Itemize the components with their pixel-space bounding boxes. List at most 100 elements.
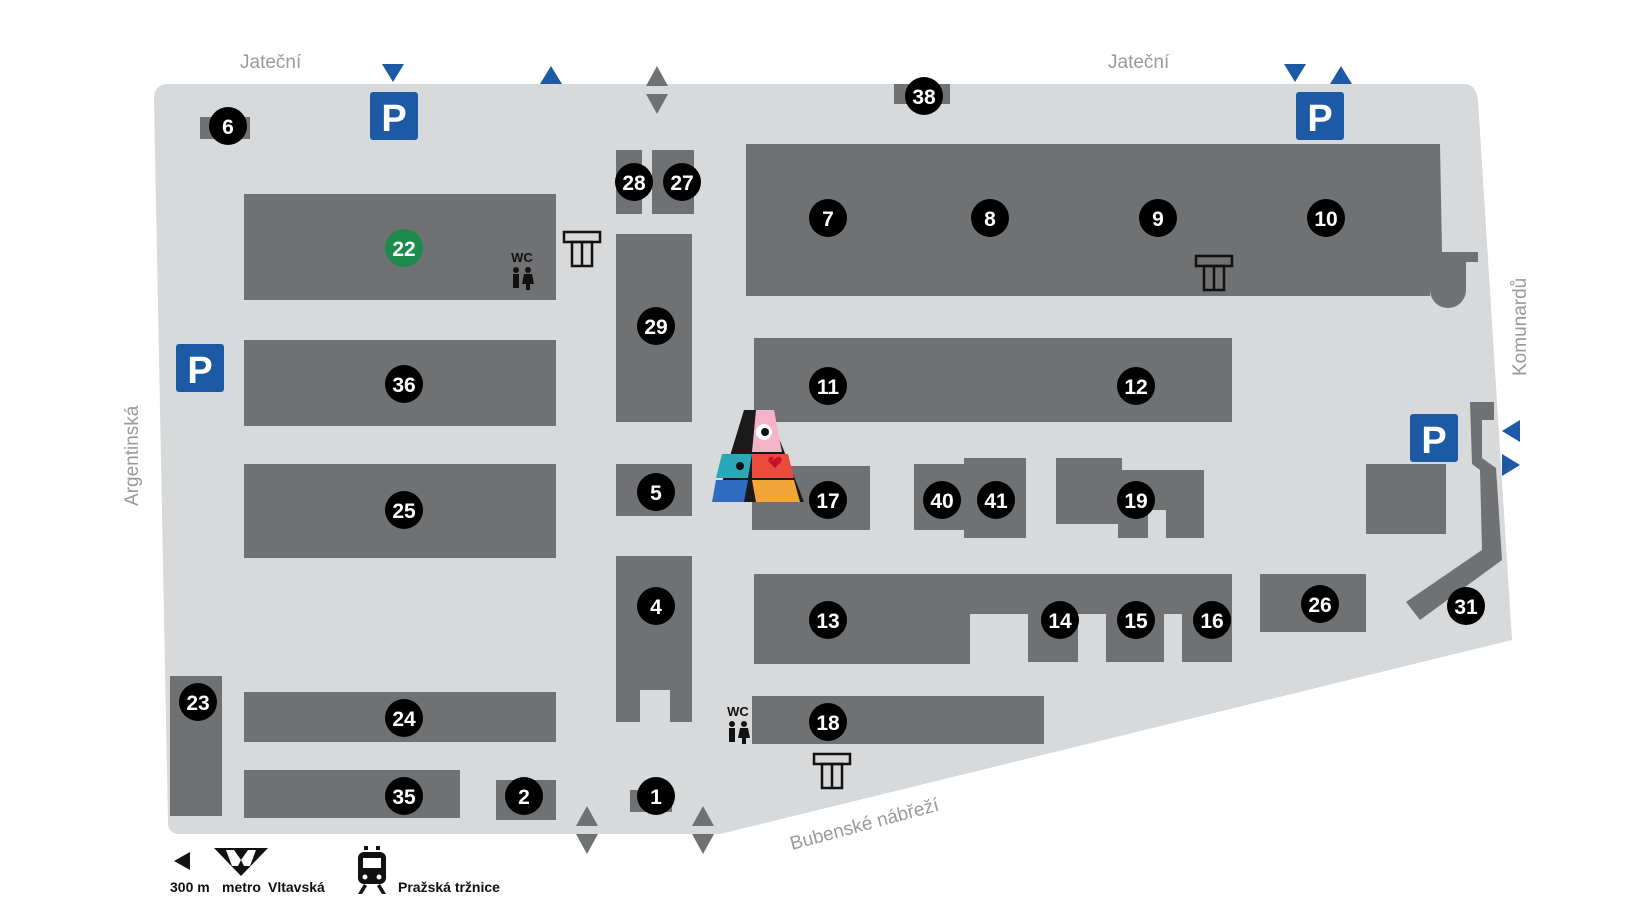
building-number: 7 <box>822 208 834 231</box>
building-number: 29 <box>644 316 667 339</box>
building-marker-6[interactable] <box>209 107 247 145</box>
building-number: 12 <box>1124 376 1147 399</box>
building-marker-41[interactable] <box>977 481 1015 519</box>
building-number: 38 <box>912 86 936 109</box>
building-marker-13[interactable] <box>809 601 847 639</box>
metro-icon <box>214 848 268 876</box>
building-marker-26[interactable] <box>1301 585 1339 623</box>
arrow-up-icon <box>1330 66 1352 84</box>
building-marker-38[interactable] <box>905 77 943 115</box>
street-label-jatecni-right: Jateční <box>1108 52 1170 73</box>
building-marker-11[interactable] <box>809 367 847 405</box>
parking-label: P <box>1307 98 1332 140</box>
building-marker-22[interactable] <box>385 229 423 267</box>
building-marker-4[interactable] <box>637 587 675 625</box>
parking-icon <box>1410 414 1458 462</box>
building-number: 2 <box>518 786 530 809</box>
building-number: 35 <box>392 786 416 809</box>
building-number: 17 <box>816 490 839 513</box>
parking-label: P <box>187 350 212 392</box>
building-marker-5[interactable] <box>637 473 675 511</box>
building-marker-35[interactable] <box>385 777 423 815</box>
building-marker-17[interactable] <box>809 481 847 519</box>
hall-35-block <box>244 770 460 818</box>
building-marker-14[interactable] <box>1041 601 1079 639</box>
parking-label: P <box>381 98 406 140</box>
tram-icon <box>358 846 386 894</box>
building-number: 10 <box>1314 208 1337 231</box>
building-number: 26 <box>1308 594 1331 617</box>
building-marker-23[interactable] <box>179 683 217 721</box>
gate-up-down-icon <box>576 806 598 854</box>
toilet-icon <box>513 267 534 290</box>
building-number: 25 <box>392 500 416 523</box>
legend-tram-stop: Pražská tržnice <box>398 879 500 895</box>
building-number: 22 <box>392 238 415 261</box>
parking-icon <box>176 344 224 392</box>
gate-arrows <box>576 66 714 854</box>
building-marker-18[interactable] <box>809 703 847 741</box>
legend: 300 m metro Vltavská Pražská tržnice <box>170 846 500 895</box>
art-logo-icon <box>712 410 804 502</box>
building-marker-labels: 6 22 36 25 23 24 35 2 1 4 5 29 28 27 38 … <box>186 86 1478 809</box>
hall-7-10-block <box>746 144 1478 308</box>
toilet-icon <box>729 721 750 744</box>
legend-distance: 300 m <box>170 879 210 895</box>
arrow-down-icon <box>1284 64 1306 82</box>
hall-31-block <box>1406 402 1502 620</box>
building-marker-40[interactable] <box>923 481 961 519</box>
atm-icon <box>562 230 602 268</box>
building-marker-1[interactable] <box>637 777 675 815</box>
building-marker-28[interactable] <box>615 163 653 201</box>
building-marker-36[interactable] <box>385 365 423 403</box>
building-marker-12[interactable] <box>1117 367 1155 405</box>
building-marker-circles <box>179 77 1485 815</box>
building-marker-15[interactable] <box>1117 601 1155 639</box>
building-marker-7[interactable] <box>809 199 847 237</box>
building-number: 18 <box>816 712 840 735</box>
parking-label: P <box>1421 420 1446 462</box>
arrow-up-icon <box>540 66 562 84</box>
building-number: 15 <box>1124 610 1148 633</box>
building-number: 36 <box>392 374 415 397</box>
parking-sign: P <box>176 344 224 392</box>
building-marker-31[interactable] <box>1447 587 1485 625</box>
parking-sign: P <box>1296 92 1344 140</box>
wc-sign: WC <box>511 250 534 290</box>
building-marker-16[interactable] <box>1193 601 1231 639</box>
building-number: 16 <box>1200 610 1223 633</box>
building-marker-9[interactable] <box>1139 199 1177 237</box>
building-marker-25[interactable] <box>385 491 423 529</box>
building-marker-29[interactable] <box>637 307 675 345</box>
arrow-left-icon <box>1502 420 1520 442</box>
building-marker-24[interactable] <box>385 699 423 737</box>
atm-icons <box>562 230 1234 790</box>
hall-4-block <box>616 556 692 722</box>
building-marker-10[interactable] <box>1307 199 1345 237</box>
building-number: 4 <box>650 596 662 619</box>
entrance-arrows <box>382 64 1520 476</box>
legend-metro-station: Vltavská <box>268 879 325 895</box>
wc-sign: WC <box>727 704 750 744</box>
building-number: 31 <box>1454 596 1478 619</box>
building-marker-19[interactable] <box>1117 481 1155 519</box>
building-number: 13 <box>816 610 839 633</box>
building-number: 8 <box>984 208 996 231</box>
building-marker-27[interactable] <box>663 163 701 201</box>
hall-18-block <box>752 696 1044 744</box>
street-label-komunardu: Komunardů <box>1510 278 1531 376</box>
arrow-right-icon <box>1502 454 1520 476</box>
atm-icon <box>1194 254 1234 292</box>
building-marker-8[interactable] <box>971 199 1009 237</box>
gate-up-down-icon <box>646 66 668 114</box>
building-number: 19 <box>1124 490 1147 513</box>
building-number: 1 <box>650 786 662 809</box>
parking-sign: P <box>1410 414 1458 462</box>
building-marker-2[interactable] <box>505 777 543 815</box>
atm-icon <box>812 752 852 790</box>
arrow-down-icon <box>382 64 404 82</box>
parking-signs: P P P P <box>176 92 1458 462</box>
wc-label: WC <box>727 704 749 719</box>
gate-up-down-icon <box>692 806 714 854</box>
